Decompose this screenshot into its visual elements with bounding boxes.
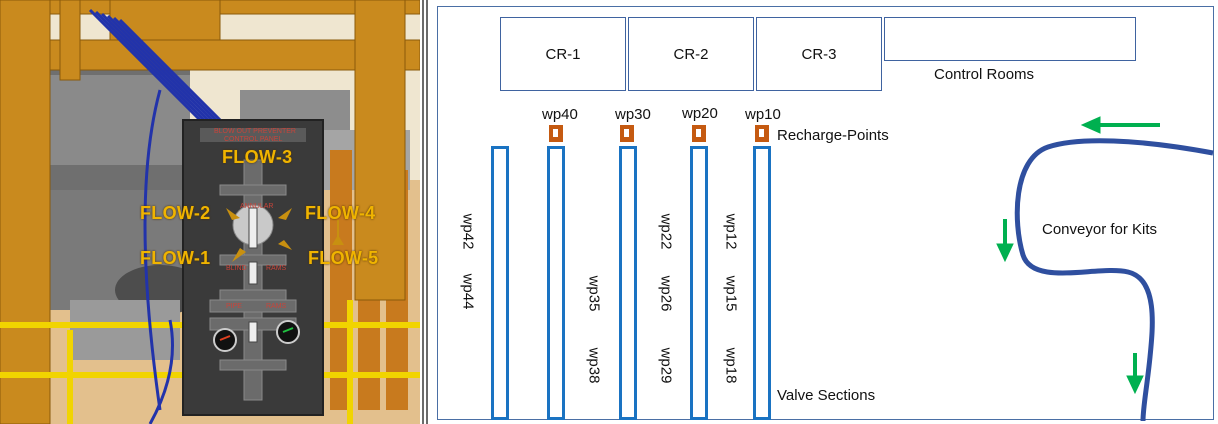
conveyor-belt <box>1014 138 1214 421</box>
control-room-cr1: CR-1 <box>500 17 626 91</box>
blind-rams-left-label: BLIND <box>226 265 247 272</box>
control-room-blank <box>884 17 1136 61</box>
conveyor-drawing <box>996 116 1214 421</box>
valve-section-1 <box>491 146 509 420</box>
valve-section-3 <box>619 146 637 420</box>
recharge-point-wp40 <box>549 125 563 142</box>
valve-section-2 <box>547 146 565 420</box>
flow-5-label: FLOW-5 <box>308 248 379 268</box>
valve-sections-label: Valve Sections <box>777 387 876 404</box>
recharge-label-wp20: wp20 <box>682 105 718 122</box>
flow-1-label: FLOW-1 <box>140 248 211 268</box>
conveyor-arrow-down-icon <box>996 219 1014 263</box>
recharge-point-wp20 <box>692 125 706 142</box>
conveyor-label: Conveyor for Kits <box>1042 221 1158 238</box>
control-room-cr3: CR-3 <box>756 17 882 91</box>
control-room-cr2: CR-2 <box>628 17 754 91</box>
panel-subtitle: CONTROL PANEL <box>224 136 283 143</box>
facility-layout-map: CR-1 CR-2 CR-3 Control Rooms wp40 wp30 w… <box>437 6 1214 421</box>
panel-title: BLOW OUT PREVENTER <box>214 128 296 135</box>
recharge-label-wp10: wp10 <box>745 106 781 123</box>
recharge-points-label: Recharge-Points <box>777 127 889 144</box>
blind-rams-right-label: RAMS <box>266 265 287 272</box>
panel-divider <box>421 0 430 424</box>
bop-render: BLOW OUT PREVENTER CONTROL PANEL ANNULAR… <box>0 0 420 424</box>
flow-2-label: FLOW-2 <box>140 203 211 223</box>
valve-section-4 <box>690 146 708 420</box>
pipe-rams-left-label: PIPE <box>226 303 242 310</box>
flow-4-label: FLOW-4 <box>305 203 376 223</box>
conveyor-arrow-left-icon <box>1080 116 1160 134</box>
recharge-label-wp40: wp40 <box>542 106 578 123</box>
valve-section-5 <box>753 146 771 420</box>
recharge-point-wp30 <box>620 125 634 142</box>
recharge-point-wp10 <box>755 125 769 142</box>
bop-scene <box>0 0 420 424</box>
pipe-rams-right-label: RAMS <box>266 303 287 310</box>
conveyor-arrow-down-icon <box>1126 353 1144 395</box>
annular-label: ANNULAR <box>240 203 274 210</box>
control-rooms-label: Control Rooms <box>934 66 1035 83</box>
recharge-label-wp30: wp30 <box>615 106 651 123</box>
flow-3-label: FLOW-3 <box>222 147 293 167</box>
